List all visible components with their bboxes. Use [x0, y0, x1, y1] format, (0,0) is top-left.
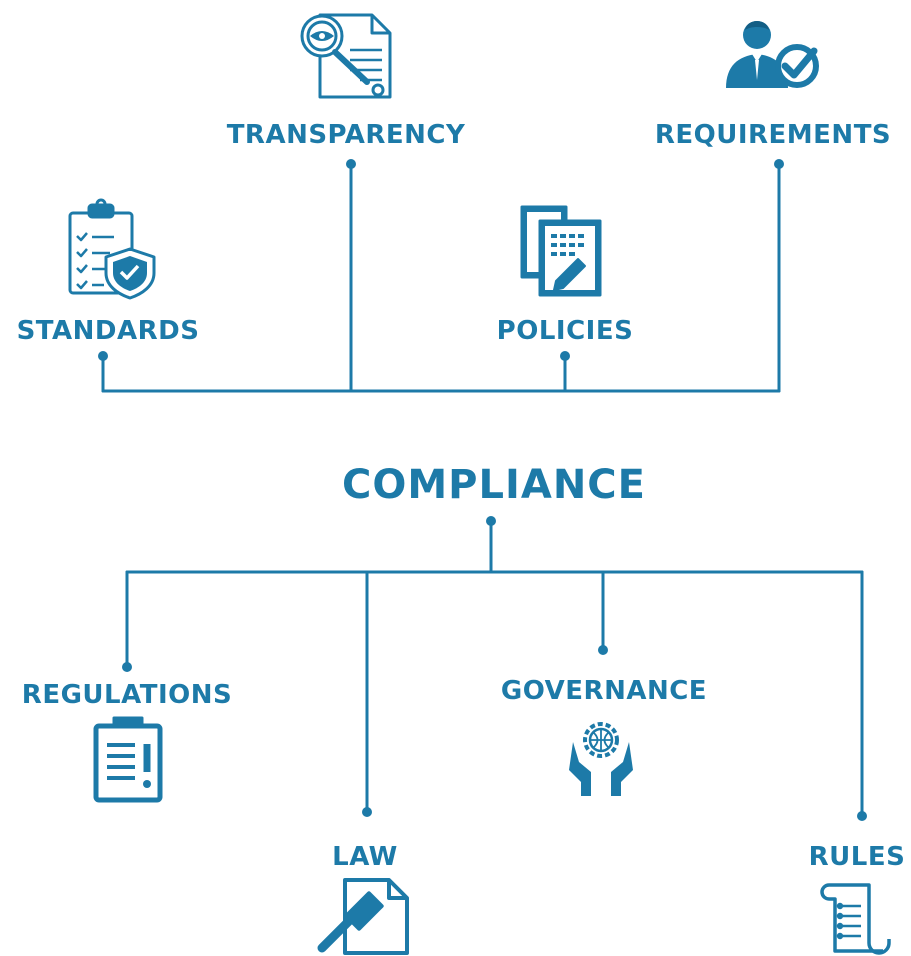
label-requirements: REQUIREMENTS: [654, 120, 892, 150]
label-standards: STANDARDS: [16, 316, 200, 346]
node-dot-compliance: [486, 516, 496, 526]
label-governance: GOVERNANCE: [500, 676, 708, 706]
document-magnifier-icon: [300, 13, 392, 99]
scroll-icon: [820, 883, 891, 955]
node-dot-requirements: [774, 159, 784, 169]
label-compliance: COMPLIANCE: [342, 462, 646, 508]
label-law: LAW: [332, 842, 398, 872]
clipboard-exclamation-icon: [93, 716, 163, 803]
node-dot-law: [362, 807, 372, 817]
documents-pen-icon: [520, 205, 602, 297]
gavel-document-icon: [317, 878, 409, 955]
businessman-check-icon: [726, 21, 819, 88]
node-dot-rules: [857, 811, 867, 821]
label-rules: RULES: [808, 842, 906, 872]
node-dot-standards: [98, 351, 108, 361]
node-dot-transparency: [346, 159, 356, 169]
hands-globe-gear-icon: [569, 722, 633, 796]
node-dot-governance: [598, 645, 608, 655]
node-dot-regulations: [122, 662, 132, 672]
node-dot-policies: [560, 351, 570, 361]
label-transparency: TRANSPARENCY: [226, 120, 466, 150]
label-policies: POLICIES: [496, 316, 634, 346]
label-regulations: REGULATIONS: [21, 680, 233, 710]
clipboard-shield-icon: [68, 198, 156, 300]
